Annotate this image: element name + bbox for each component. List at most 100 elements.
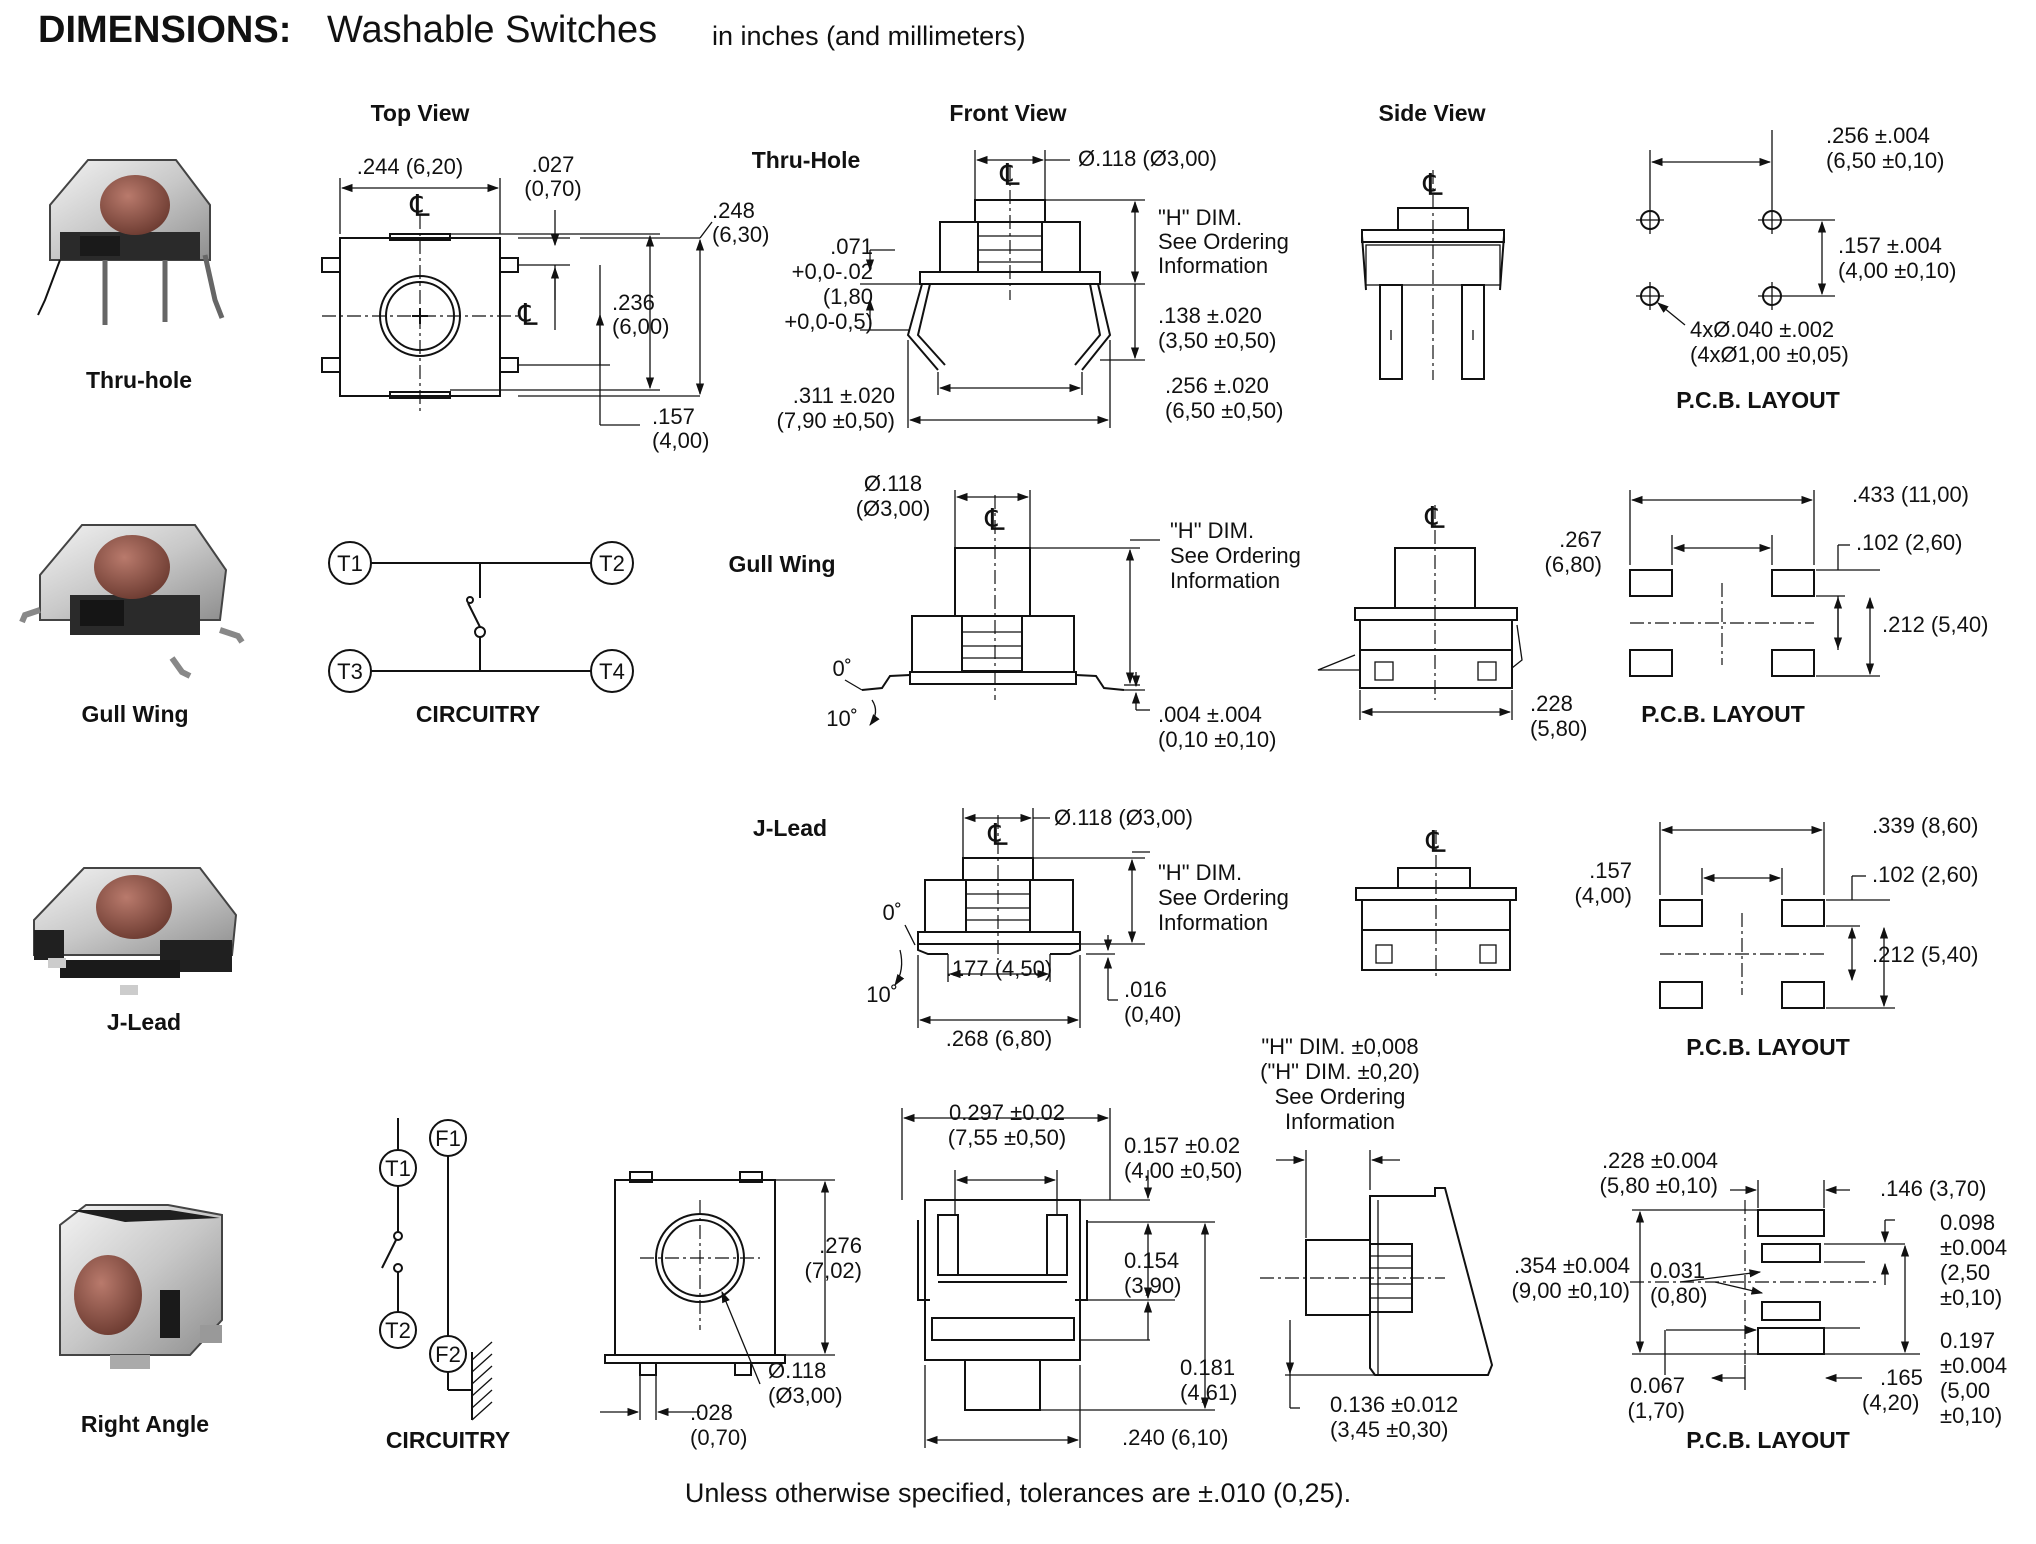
tolerance-footnote: Unless otherwise specified, tolerances a… [685, 1478, 1351, 1508]
dim-thru-pcb-hole-mm: (4xØ1,00 ±0,05) [1690, 342, 1849, 367]
photo-label-gull-wing: Gull Wing [81, 701, 188, 727]
thru-front-view: ℄ [860, 150, 1145, 428]
gull-hdim-line3: Information [1170, 568, 1280, 593]
page-header: DIMENSIONS: Washable Switches in inches … [38, 9, 1026, 51]
dim-jlead-lead-in: .016 [1124, 977, 1167, 1002]
dim-ra-front-base: .240 (6,10) [1122, 1425, 1228, 1450]
style-label-thru-hole: Thru-Hole [752, 147, 861, 173]
centerline-mark: ℄ [1422, 169, 1443, 202]
dim-ra-pcb-off-mm: (1,70) [1628, 1398, 1685, 1423]
dim-thru-pcb-w-mm: (6,50 ±0,10) [1826, 148, 1944, 173]
thru-tol-line3: (1,80 [823, 284, 873, 309]
dim-ra-side-in: 0.136 ±0.012 [1330, 1392, 1458, 1417]
dim-ra-pcb-a-in: .228 ±0.004 [1602, 1148, 1718, 1173]
dim-thru-pcb-h-in: .157 ±.004 [1838, 233, 1942, 258]
thru-pcb-layout-label: P.C.B. LAYOUT [1676, 387, 1840, 413]
dim-ra-pcb-a-mm: (5,80 ±0,10) [1600, 1173, 1718, 1198]
dim-gull-dia-mm: (Ø3,00) [856, 496, 931, 521]
ra-hdim-line4: Information [1285, 1109, 1395, 1134]
dim-ra-front-c-mm: (4,61) [1180, 1380, 1237, 1405]
dim-gull-thick-in: .004 ±.004 [1158, 702, 1262, 727]
dim-thru-pcb-w-in: .256 ±.004 [1826, 123, 1930, 148]
dim-ra-top-dia-in: Ø.118 [768, 1358, 826, 1383]
dim-thru-notch-in: .027 [532, 152, 575, 177]
dim-ra-front-b-in: 0.154 [1124, 1248, 1179, 1273]
dim-ra-top-h-mm: (7,02) [805, 1258, 862, 1283]
thru-pcb-layout [1636, 130, 1835, 326]
thru-tol-line2: +0,0-.02 [792, 259, 873, 284]
dim-thru-outer-mm: (7,90 ±0,50) [777, 408, 895, 433]
ra-circuitry-label: CIRCUITRY [386, 1427, 510, 1453]
dim-ra-pcb-pad-w: .146 (3,70) [1880, 1176, 1986, 1201]
centerline-mark: ℄ [409, 190, 430, 223]
header-title-bold: DIMENSIONS: [38, 9, 291, 51]
ra-side-view [1260, 1150, 1494, 1409]
dim-gull-pcb-width: .433 (11,00) [1852, 482, 1969, 507]
ra-pcb-layout [1630, 1180, 1920, 1390]
dim-gull-side-mm: (5,80) [1530, 716, 1587, 741]
thru-top-view: ℄ ℄ [321, 178, 570, 415]
gull-pcb-layout-label: P.C.B. LAYOUT [1641, 701, 1805, 727]
header-title: Washable Switches [327, 9, 657, 51]
thru-tol-line4: +0,0-0,5) [784, 309, 873, 334]
photo-label-thru-hole: Thru-hole [86, 367, 192, 393]
dim-ra-pcb-gap-in: 0.031 [1650, 1258, 1705, 1283]
jlead-pcb-layout [1659, 822, 1895, 1009]
dim-ra-pcb-h-in: .354 ±0.004 [1514, 1253, 1630, 1278]
dim-ra-pcb-p1-mm1: (2,50 [1940, 1260, 1990, 1285]
dim-jlead-button-dia: Ø.118 (Ø3,00) [1054, 805, 1193, 830]
dim-ra-pcb-p2-mm2: ±0,10) [1940, 1403, 2002, 1428]
ra-hdim-line1: "H" DIM. ±0,008 [1261, 1034, 1418, 1059]
gull-pcb-layout [1629, 490, 1880, 677]
ra-terminal-t2: T2 [385, 1318, 411, 1343]
dim-thru-inner-in: .256 ±.020 [1165, 373, 1269, 398]
dim-ra-pcb-p2-in: 0.197 [1940, 1328, 1995, 1353]
jlead-pcb-layout-label: P.C.B. LAYOUT [1686, 1034, 1850, 1060]
dim-gull-pcb-pad: .102 (2,60) [1856, 530, 1962, 555]
ra-hdim-line3: See Ordering [1275, 1084, 1406, 1109]
style-label-gull-wing: Gull Wing [728, 551, 835, 577]
dim-ra-front-a-in: 0.157 ±0.02 [1124, 1133, 1240, 1158]
thru-tol-line1: .071 [830, 234, 873, 259]
dim-ra-pcb-off-in: 0.067 [1630, 1373, 1685, 1398]
photo-right-angle [59, 1204, 223, 1369]
photo-j-lead [33, 867, 238, 995]
dim-ra-pcb-s-in: .165 [1880, 1365, 1923, 1390]
dim-ra-pcb-p2-mm1: (5,00 [1940, 1378, 1990, 1403]
dim-thru-leg-in: .138 ±.020 [1158, 303, 1262, 328]
photo-label-j-lead: J-Lead [107, 1009, 181, 1035]
right-angle-circuitry [379, 1118, 493, 1421]
dim-thru-pcb-h-mm: (4,00 ±0,10) [1838, 258, 1956, 283]
dim-thru-pcb-hole-in: 4xØ.040 ±.002 [1690, 317, 1834, 342]
dim-ra-front-w-mm: (7,55 ±0,50) [948, 1125, 1066, 1150]
dim-jlead-outer: .268 (6,80) [946, 1026, 1052, 1051]
dim-jlead-pcb-width: .339 (8,60) [1872, 813, 1978, 838]
dim-thru-pin-mm: (4,00) [652, 428, 709, 453]
dim-gull-pcb-gap: .212 (5,40) [1882, 612, 1988, 637]
dim-thru-button-dia: Ø.118 (Ø3,00) [1078, 146, 1217, 171]
thru-side-view: ℄ [1361, 169, 1505, 380]
circuitry-schematic [328, 541, 634, 693]
gull-angle-0: 0˚ [832, 656, 852, 681]
photo-label-right-angle: Right Angle [81, 1411, 209, 1437]
heading-front-view: Front View [949, 100, 1066, 126]
ra-front-view [901, 1108, 1215, 1448]
terminal-t3: T3 [337, 659, 363, 684]
dim-ra-pcb-gap-mm: (0,80) [1650, 1283, 1707, 1308]
gull-angle-10: 10˚ [826, 706, 858, 731]
dim-ra-side-mm: (3,45 ±0,30) [1330, 1417, 1448, 1442]
style-label-j-lead: J-Lead [753, 815, 827, 841]
dim-ra-pcb-p2-tol: ±0.004 [1940, 1353, 2007, 1378]
jlead-angle-10: 10˚ [866, 982, 898, 1007]
jlead-hdim-line1: "H" DIM. [1158, 860, 1242, 885]
terminal-t4: T4 [599, 659, 625, 684]
dim-jlead-pcb-gap: .212 (5,40) [1872, 942, 1978, 967]
ra-terminal-f2: F2 [435, 1342, 461, 1367]
dim-thru-body-in: .236 [612, 290, 655, 315]
dim-ra-front-a-mm: (4,00 ±0,50) [1124, 1158, 1242, 1183]
dim-thru-height-in: .248 [712, 198, 755, 223]
jlead-hdim-line3: Information [1158, 910, 1268, 935]
dim-jlead-pcb-inner-mm: (4,00) [1575, 883, 1632, 908]
dim-thru-body-mm: (6,00) [612, 314, 669, 339]
